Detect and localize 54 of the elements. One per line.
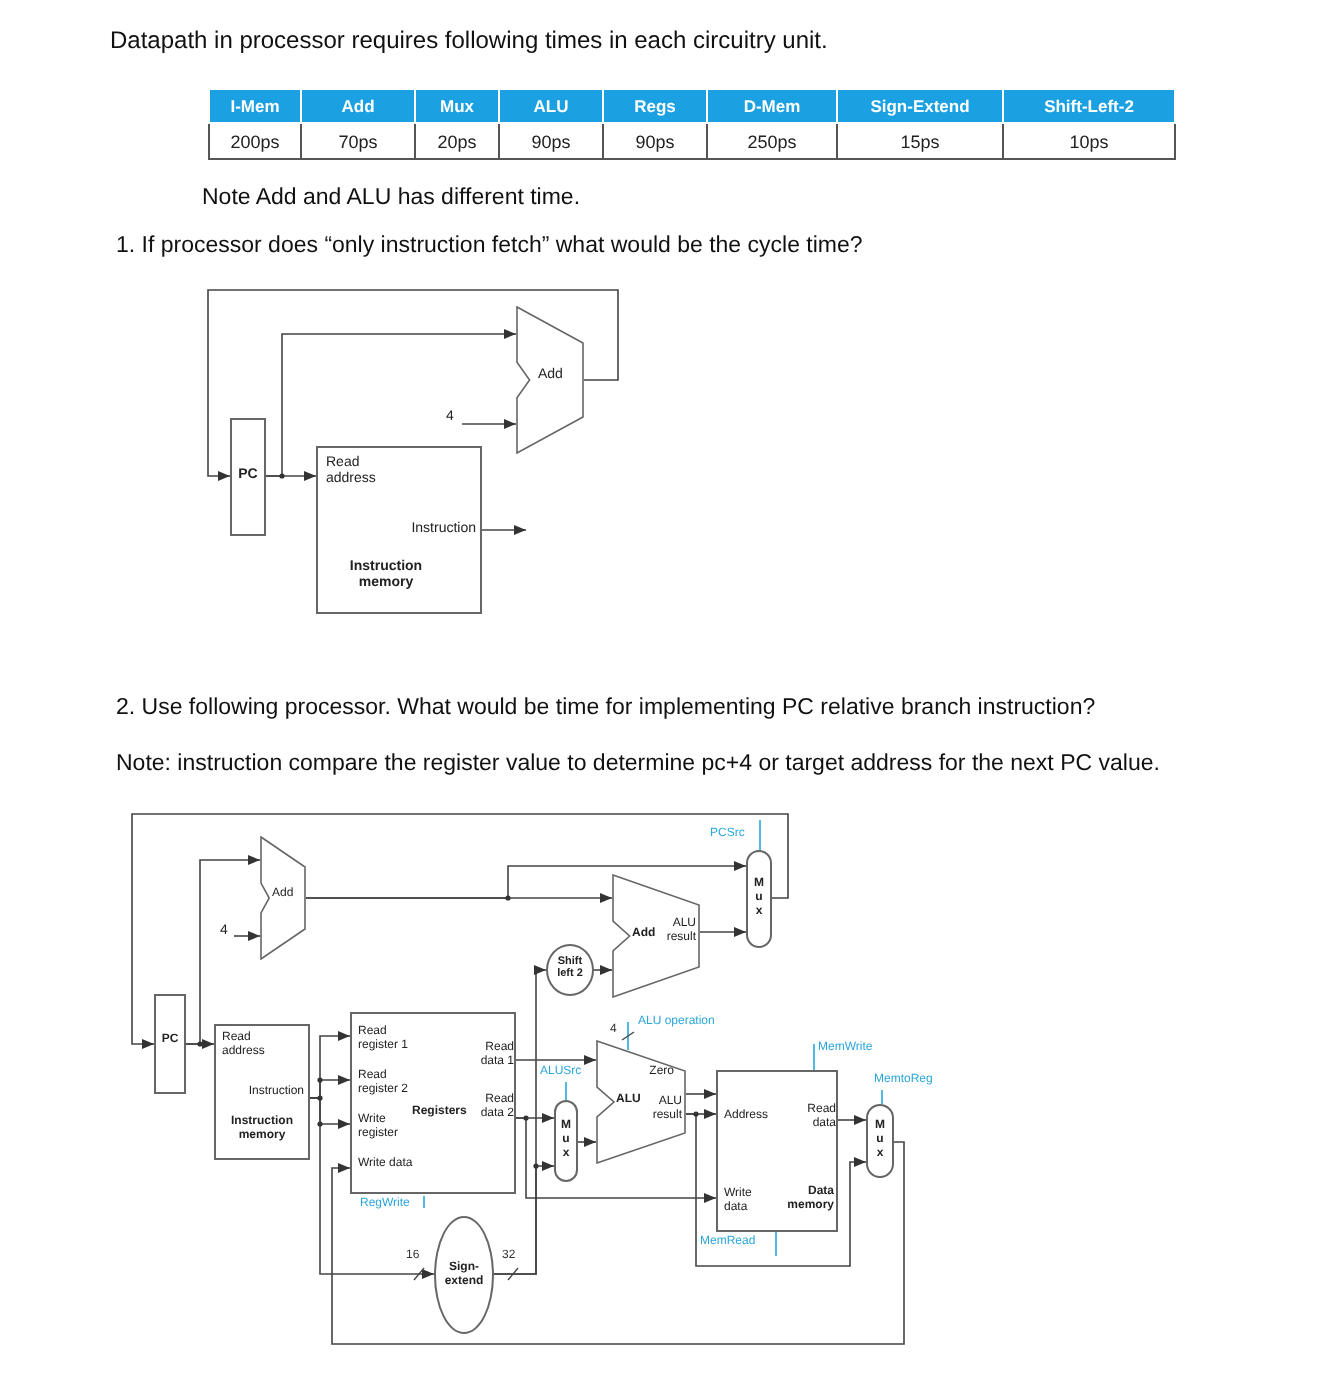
wire-arrow	[305, 893, 613, 903]
pc-register-box	[230, 418, 266, 536]
pc-register-box	[154, 994, 186, 1094]
table-cell: 10ps	[1003, 123, 1175, 159]
table-cell: 15ps	[837, 123, 1003, 159]
wire-arrow	[233, 931, 261, 941]
table-header-cell: D-Mem	[707, 89, 837, 123]
table-cell: 250ps	[707, 123, 837, 159]
heading-text: Datapath in processor requires following times in each circuitry unit.	[110, 28, 828, 56]
wire-arrow	[593, 965, 613, 975]
wire-arrow	[331, 1141, 905, 1345]
wire-arrow	[699, 927, 747, 937]
wire-arrow	[131, 813, 789, 1049]
mux-block	[554, 1100, 578, 1182]
wire-arrow	[309, 1097, 435, 1279]
note-text: Note Add and ALU has different time.	[202, 186, 581, 213]
table-cell: 70ps	[301, 123, 415, 159]
wire-arrow	[481, 525, 527, 535]
wire-arrow	[685, 1089, 717, 1099]
wire-arrow	[493, 1161, 555, 1275]
table-cell: 200ps	[209, 123, 301, 159]
register-file-box	[350, 1012, 516, 1194]
table-header-cell: Mux	[415, 89, 499, 123]
note-text: Note: instruction compare the register value to determine pc+4 or target address for the next PC value.	[116, 752, 1160, 779]
table-header-cell: Shift-Left-2	[1003, 89, 1175, 123]
table-header-cell: Sign-Extend	[837, 89, 1003, 123]
question-text: 1. If processor does “only instruction fetch” what would be the cycle time?	[116, 234, 863, 261]
adder-block	[260, 836, 306, 960]
wire-arrow	[837, 1115, 867, 1125]
question-text: 2. Use following processor. What would be time for implementing PC relative branch instruction?	[116, 696, 1096, 723]
mux-block	[746, 850, 772, 948]
table-header-cell: I-Mem	[209, 89, 301, 123]
wire-arrow	[515, 1117, 717, 1203]
table-cell: 90ps	[499, 123, 603, 159]
wire-arrow	[577, 1137, 597, 1147]
adder-block	[612, 874, 700, 998]
table-header-cell: Regs	[603, 89, 707, 123]
table-header-cell: Add	[301, 89, 415, 123]
table-cell: 90ps	[603, 123, 707, 159]
wire-arrow	[265, 329, 517, 477]
wire-arrow	[185, 855, 261, 1045]
table-header-cell: ALU	[499, 89, 603, 123]
wire-arrow	[685, 1113, 867, 1267]
data-memory-box	[716, 1070, 838, 1232]
wire-arrow	[207, 289, 619, 481]
mux-block	[866, 1104, 894, 1178]
instruction-memory-box	[316, 446, 482, 614]
instruction-memory-box	[214, 1024, 310, 1160]
alu-block	[596, 1040, 686, 1164]
adder-block	[516, 306, 584, 454]
table-cell: 20ps	[415, 123, 499, 159]
wire-arrow	[461, 419, 517, 429]
shift-left-ellipse	[546, 944, 594, 996]
wire-arrow	[515, 1055, 597, 1065]
